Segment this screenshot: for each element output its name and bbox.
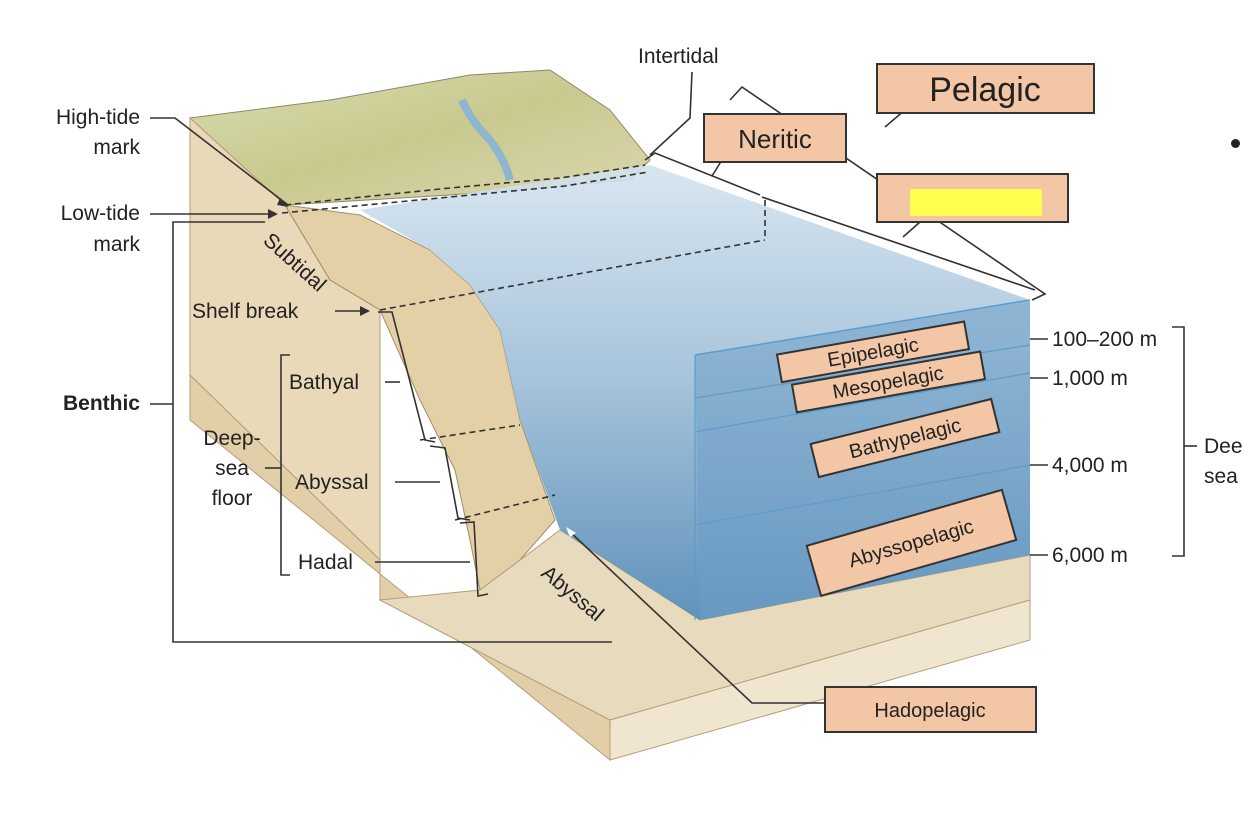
abyssal-hadal-divider: [454, 494, 556, 521]
oceanic-box: [876, 173, 1069, 223]
high-tide-line: [284, 164, 646, 206]
land-surface: [188, 69, 651, 206]
deep-sea-bracket: [1172, 326, 1185, 557]
label-deep-sea-floor-1: Deep-: [203, 427, 260, 450]
low-tide-line: [281, 171, 649, 214]
depth-label-4: 6,000 m: [1052, 544, 1128, 567]
high-tide-arrow: [277, 198, 289, 207]
depth-label-1: 100–200 m: [1052, 328, 1157, 351]
bullet-dot: [1231, 139, 1240, 148]
deep-sea-floor-bracket: [280, 354, 290, 576]
intertidal-leader: [649, 71, 693, 156]
depth-label-2: 1,000 m: [1052, 367, 1128, 390]
label-deep-sea-1: Dee: [1204, 435, 1243, 458]
hadopelagic-arrow: [566, 527, 576, 537]
layer-line-4000: [694, 464, 1031, 526]
pelagic-box-label: Pelagic: [929, 71, 1041, 109]
neritic-box-label: Neritic: [738, 124, 812, 154]
label-shelf-break: Shelf break: [192, 300, 299, 323]
high-tide-leader: [150, 117, 289, 206]
bathyal-zone-bracket: [378, 311, 436, 443]
layer-line-1000: [694, 372, 1031, 433]
seafloor-front: [609, 599, 1031, 761]
river: [458, 98, 514, 182]
depth-label-3: 4,000 m: [1052, 454, 1128, 477]
abyssal-zone-bracket: [429, 445, 471, 521]
label-low-tide-2: mark: [93, 233, 140, 256]
oceanic-bracket: [761, 196, 1036, 291]
bathyal-abyssal-divider: [419, 424, 521, 441]
hadopelagic-leader: [567, 529, 825, 704]
label-high-tide-1: High-tide: [56, 106, 140, 129]
label-benthic: Benthic: [63, 392, 140, 415]
highlight-cover: [910, 189, 1042, 216]
label-deep-sea-floor-2: sea: [215, 457, 249, 480]
surface-edge: [694, 299, 1031, 356]
neritic-bracket: [644, 152, 761, 196]
shelf-break-line: [379, 239, 766, 311]
benthic-bracket: [172, 221, 612, 643]
label-intertidal: Intertidal: [638, 45, 719, 68]
oceanic-leader: [902, 221, 921, 238]
neritic-box: Neritic: [703, 113, 847, 163]
shelf-break-arrow: [360, 306, 370, 316]
label-bathyal: Bathyal: [289, 371, 359, 394]
low-tide-arrow: [268, 209, 278, 219]
hadopelagic-box: Hadopelagic: [824, 686, 1037, 733]
label-low-tide-1: Low-tide: [61, 202, 140, 225]
label-deep-sea-2: sea: [1204, 465, 1238, 488]
label-hadal: Hadal: [298, 551, 353, 574]
hadal-zone-bracket: [459, 521, 489, 597]
label-high-tide-2: mark: [93, 136, 140, 159]
pelagic-box: Pelagic: [876, 63, 1095, 114]
label-abyssal: Abyssal: [295, 471, 369, 494]
hadopelagic-box-label: Hadopelagic: [874, 700, 985, 722]
label-deep-sea-floor-3: floor: [212, 487, 253, 510]
